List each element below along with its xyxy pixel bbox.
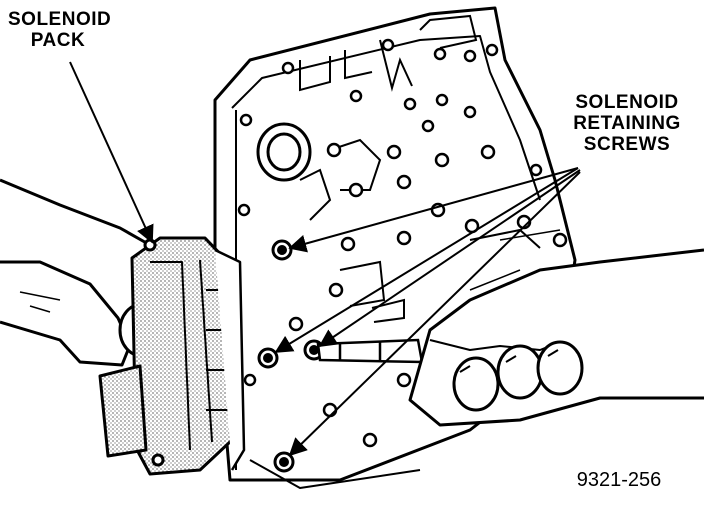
arrow-screw-2 <box>274 167 579 353</box>
arrow-screw-3 <box>318 169 581 348</box>
right-hand <box>408 229 704 427</box>
solenoid-pack-label-line-2: PACK <box>30 30 86 51</box>
retaining-screws-label-line-3: SCREWS <box>583 134 671 155</box>
retaining-screws-label-line-1: SOLENOID <box>575 92 679 113</box>
solenoid-pack-label-line-1: SOLENOID <box>8 9 112 30</box>
leader-arrows <box>69 61 581 457</box>
solenoid-pack-label: SOLENOID PACK <box>8 9 112 51</box>
solenoid-pack <box>98 236 246 476</box>
arrow-solenoid-pack <box>69 61 154 244</box>
arrow-screw-1 <box>288 167 579 253</box>
arrow-screw-4 <box>288 171 581 457</box>
retaining-screws-label: SOLENOID RETAINING SCREWS <box>562 92 692 155</box>
accumulator-bore <box>256 122 312 182</box>
figure-code: 9321-256 <box>576 469 662 491</box>
retaining-screws-label-line-2: RETAINING <box>573 113 681 134</box>
retaining-screws <box>257 239 325 473</box>
plate-passages <box>299 14 541 323</box>
screwdriver <box>316 338 424 364</box>
